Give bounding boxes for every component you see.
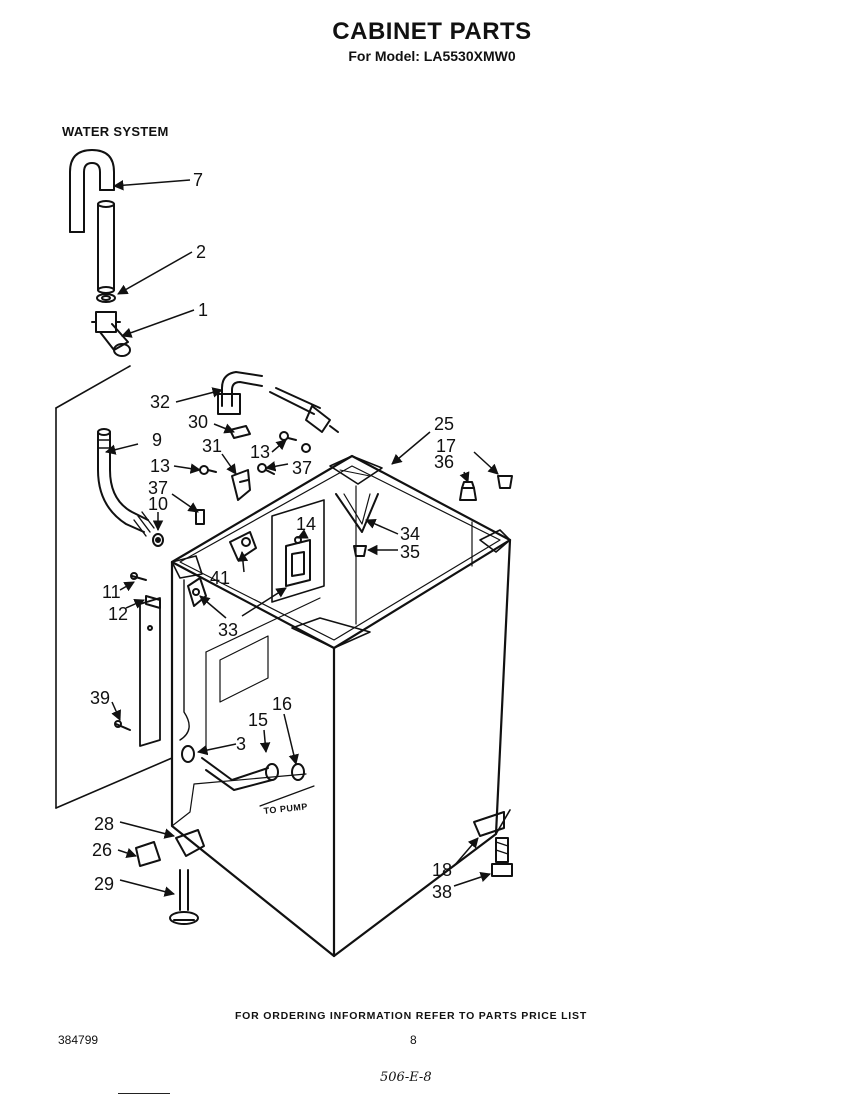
callout-37a: 37 — [148, 478, 168, 498]
section-label-water-system: WATER SYSTEM — [62, 124, 169, 139]
clip-17-part — [497, 475, 513, 489]
inlet-valve-fitting-part — [91, 311, 131, 357]
suspension-rod-34-part — [335, 493, 379, 533]
callout-labels: 7 2 1 32 30 31 13 37 9 13 37 10 11 12 39… — [90, 170, 456, 902]
page-title: CABINET PARTS — [332, 18, 532, 45]
hose-washer-part — [96, 293, 116, 303]
leveling-leg-38-part — [491, 837, 513, 877]
screw-37b-part — [195, 509, 205, 525]
cabinet-body-part — [170, 454, 512, 958]
callout-13b: 13 — [250, 442, 270, 462]
callout-10: 10 — [148, 494, 168, 514]
screw-13a-part — [199, 465, 217, 475]
screw-39-part — [114, 720, 131, 731]
nut-35-part — [353, 545, 367, 557]
bracket-31-part — [231, 469, 251, 501]
to-pump-label: TO PUMP — [263, 801, 308, 816]
callout-26: 26 — [92, 840, 112, 860]
callout-38: 38 — [432, 882, 452, 902]
leveling-leg-29-part — [169, 869, 199, 925]
callout-34: 34 — [400, 524, 420, 544]
leveling-bracket-28-part — [175, 829, 205, 857]
callout-2: 2 — [196, 242, 206, 262]
callout-7: 7 — [193, 170, 203, 190]
callout-17: 17 — [436, 436, 456, 456]
clip-26-part — [135, 841, 161, 867]
callout-11: 11 — [102, 582, 121, 602]
callout-12: 12 — [108, 604, 128, 624]
screw-37a-part — [257, 463, 275, 475]
callout-32: 32 — [150, 392, 170, 412]
footer-rule — [118, 1093, 170, 1094]
document-number: 384799 — [58, 1033, 99, 1047]
callout-37b: 37 — [292, 458, 312, 478]
bumper-36-part — [459, 481, 477, 501]
callout-35: 35 — [400, 542, 420, 562]
callout-16: 16 — [272, 694, 292, 714]
callout-14: 14 — [296, 514, 316, 534]
rear-bracket-18-part — [473, 811, 505, 837]
callout-1: 1 — [198, 300, 208, 320]
screw-11-part — [130, 572, 147, 581]
callout-18: 18 — [432, 860, 452, 880]
fill-hose-part — [69, 149, 115, 294]
drain-hose-15-part — [201, 757, 279, 791]
callout-13a: 13 — [150, 456, 170, 476]
model-subtitle: For Model: LA5530XMW0 — [348, 48, 516, 64]
water-inlet-hose-part — [97, 428, 155, 537]
callout-29: 29 — [94, 874, 114, 894]
callout-3: 3 — [236, 734, 246, 754]
callout-30: 30 — [188, 412, 208, 432]
callout-36: 36 — [434, 452, 454, 472]
callout-25: 25 — [434, 414, 454, 434]
callout-33-left: 33 — [218, 620, 238, 640]
page-number: 8 — [410, 1033, 417, 1047]
callout-39: 39 — [90, 688, 110, 708]
callout-15: 15 — [248, 710, 268, 730]
hose-assembly-32-part — [217, 371, 339, 433]
switch-33-part — [187, 577, 207, 607]
ordering-note: FOR ORDERING INFORMATION REFER TO PARTS … — [234, 1010, 588, 1022]
callout-9: 9 — [152, 430, 162, 450]
callout-28: 28 — [94, 814, 114, 834]
callout-31: 31 — [202, 436, 222, 456]
switch-41-part — [229, 531, 257, 561]
callout-41: 41 — [210, 568, 230, 588]
clip-30-part — [229, 425, 251, 439]
hose-nut-part — [152, 533, 164, 547]
hose-clamp-16-part — [291, 763, 305, 781]
handwritten-note: 506-E-8 — [380, 1070, 432, 1085]
grommet-3-part — [181, 745, 195, 763]
